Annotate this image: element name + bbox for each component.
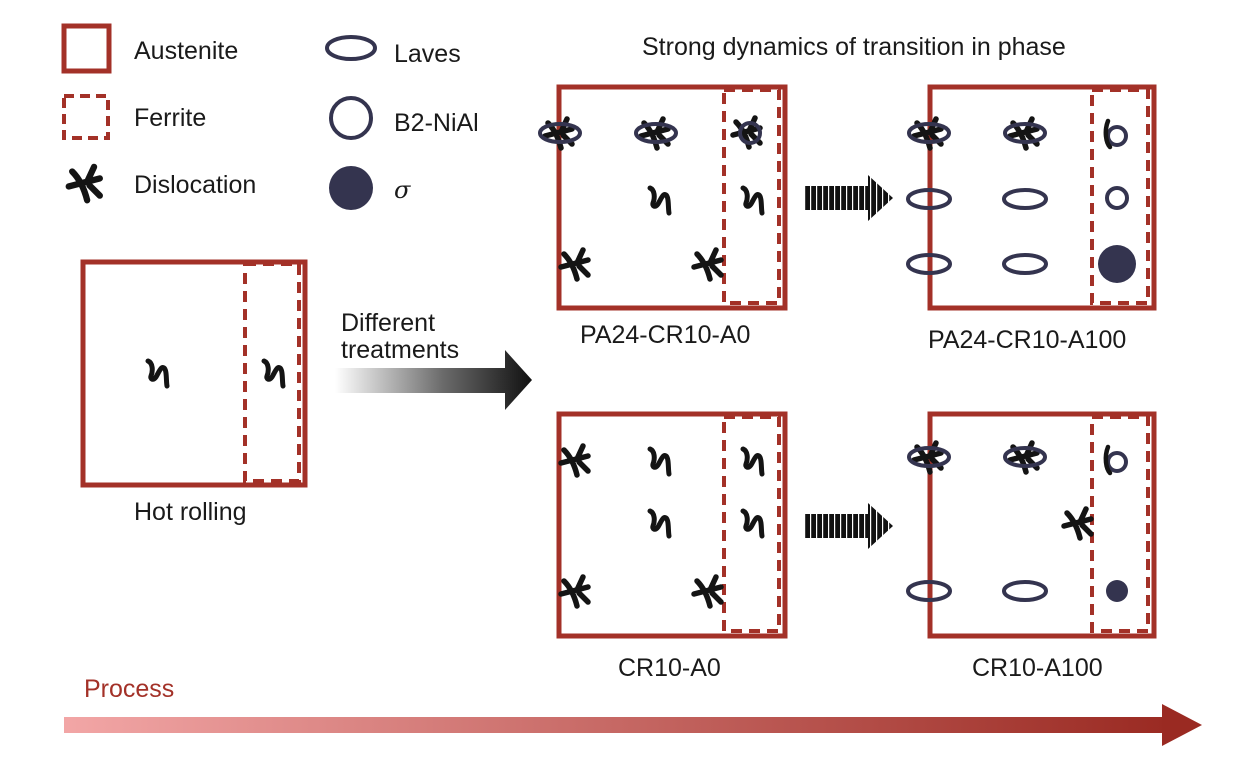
sigma-legend-icon xyxy=(329,166,373,210)
ferrite-grain xyxy=(722,88,781,305)
legend-sigma-label: σ xyxy=(394,176,411,204)
wave-line xyxy=(743,511,762,536)
b2-on-wave xyxy=(1106,121,1126,147)
legend-b2-label: B2-NiAl xyxy=(394,109,479,137)
wave-line xyxy=(743,449,762,474)
wave-line xyxy=(650,511,669,536)
ferrite-grain xyxy=(1090,415,1150,633)
austenite-legend-icon xyxy=(61,23,112,74)
sigma-particle xyxy=(1106,580,1128,602)
panel-label-pa-a0: PA24-CR10-A0 xyxy=(580,321,750,349)
b2-legend-icon xyxy=(329,96,373,140)
sigma-particle xyxy=(1098,245,1136,283)
dislocation xyxy=(561,446,588,475)
legend-austenite-label: Austenite xyxy=(134,37,238,65)
laves-on-dislocation xyxy=(636,119,676,148)
panel-label-hot-rolling: Hot rolling xyxy=(134,498,247,526)
ferrite-grain xyxy=(1090,88,1150,305)
laves-on-dislocation xyxy=(540,119,580,148)
treatments-arrow: Different treatments xyxy=(335,309,532,410)
laves-on-dislocation xyxy=(909,443,949,472)
panel-pa24-cr10-a100: PA24-CR10-A100 xyxy=(906,84,1157,354)
process-arrow: Process xyxy=(64,675,1202,746)
austenite-grain xyxy=(927,84,1157,311)
b2-on-dislocation xyxy=(733,118,760,147)
dislocation-legend-icon xyxy=(69,167,100,200)
laves-legend-icon xyxy=(325,35,377,61)
process-label: Process xyxy=(84,675,174,703)
panel-hot-rolling: Hot rolling xyxy=(80,259,308,526)
laves-particle xyxy=(1002,253,1048,275)
b2-on-wave xyxy=(1106,447,1126,473)
panel-label-cr-a0: CR10-A0 xyxy=(618,654,721,682)
transition-arrow-bottom xyxy=(805,503,893,549)
laves-on-dislocation xyxy=(909,119,949,148)
dislocation xyxy=(694,250,721,279)
process-arrowhead xyxy=(1162,704,1202,746)
laves-particle xyxy=(906,580,952,602)
header-title: Strong dynamics of transition in phase xyxy=(642,33,1066,61)
austenite-grain xyxy=(80,259,308,488)
b2-particle xyxy=(1105,186,1129,210)
ferrite-legend-icon xyxy=(62,94,110,140)
laves-particle xyxy=(1002,580,1048,602)
legend: Austenite Ferrite Dislocation Laves B2-N… xyxy=(61,23,479,210)
legend-ferrite-label: Ferrite xyxy=(134,104,206,132)
transition-arrow-top xyxy=(805,175,893,221)
austenite-grain xyxy=(556,84,788,311)
ferrite-grain xyxy=(722,415,781,633)
dislocation xyxy=(561,577,588,606)
wave-line xyxy=(264,361,283,386)
laves-on-dislocation xyxy=(1005,119,1045,148)
arrow-label-line2: treatments xyxy=(341,336,459,364)
panel-pa24-cr10-a0: PA24-CR10-A0 xyxy=(540,84,788,349)
legend-dislocation-label: Dislocation xyxy=(134,171,256,199)
arrow-label-line1: Different xyxy=(341,309,435,337)
wave-line xyxy=(743,188,762,213)
austenite-grain xyxy=(927,411,1157,639)
dislocation xyxy=(561,250,588,279)
panel-cr10-a100: CR10-A100 xyxy=(906,411,1157,682)
dislocation xyxy=(694,577,721,606)
process-bar xyxy=(64,717,1170,733)
laves-particle xyxy=(906,188,952,210)
austenite-grain xyxy=(556,411,788,639)
laves-particle xyxy=(906,253,952,275)
legend-laves-label: Laves xyxy=(394,40,461,68)
panel-label-pa-a100: PA24-CR10-A100 xyxy=(928,326,1126,354)
panel-label-cr-a100: CR10-A100 xyxy=(972,654,1103,682)
wave-line xyxy=(148,361,167,386)
panel-cr10-a0: CR10-A0 xyxy=(556,411,788,682)
laves-on-dislocation xyxy=(1005,443,1045,472)
wave-line xyxy=(650,449,669,474)
dislocation xyxy=(1064,509,1091,538)
ferrite-grain xyxy=(243,262,301,483)
wave-line xyxy=(650,188,669,213)
laves-particle xyxy=(1002,188,1048,210)
